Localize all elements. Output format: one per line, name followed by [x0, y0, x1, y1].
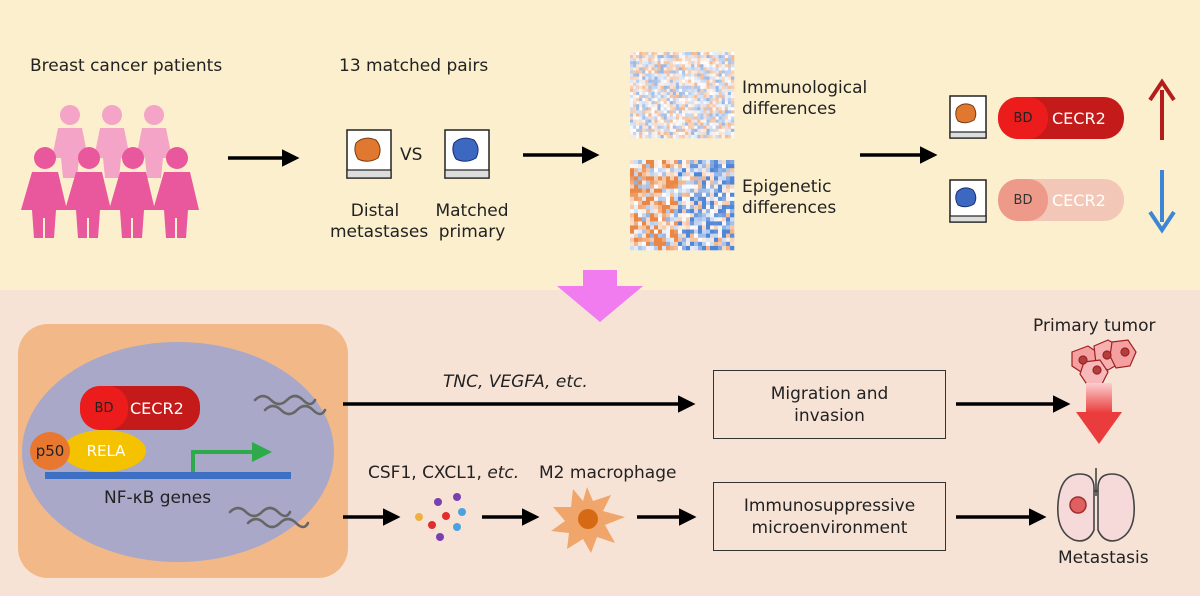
m2-macrophage-icon: [551, 487, 625, 553]
distal-slide-icon: [346, 129, 392, 179]
p50-protein: p50: [30, 432, 70, 470]
bd-domain-nuclear: BD: [80, 386, 128, 430]
primary-tumor-icon: [1071, 339, 1137, 387]
cecr2-nuclear-pill: BD CECR2: [80, 386, 200, 430]
cytokines-icon: [415, 493, 466, 541]
csf-label: CSF1, CXCL1, etc.: [368, 463, 520, 483]
metastasis-label: Metastasis: [1058, 548, 1149, 568]
cecr2-nuclear-label: CECR2: [130, 398, 184, 418]
vs-label: VS: [400, 145, 423, 165]
pairs-label: 13 matched pairs: [339, 56, 489, 76]
patients-icon: [52, 105, 172, 178]
primary-tumor-label: Primary tumor: [1033, 316, 1156, 336]
mrna-icon-2: [228, 506, 310, 529]
tss-arrow-icon: [191, 442, 272, 472]
cecr2-high-pill: BD CECR2: [998, 97, 1124, 139]
cecr2-label-weak: CECR2: [1052, 190, 1106, 210]
matched-slide-icon: [444, 129, 490, 179]
progression-arrow-head: [1076, 412, 1122, 444]
tnc-label: TNC, VEGFA, etc.: [443, 372, 588, 392]
primary-slide-icon: [949, 179, 987, 223]
big-down-arrow-icon: [557, 270, 643, 322]
bd-domain: BD: [998, 97, 1048, 139]
patients-icon-front: [21, 147, 199, 238]
cecr2-low-pill: BD CECR2: [998, 179, 1124, 221]
rela-protein: RELA: [62, 430, 146, 472]
immunological-heatmap: [630, 52, 735, 139]
top-panel: [0, 0, 1200, 290]
dna-bar: [45, 472, 291, 479]
epigenetic-heatmap: [630, 160, 735, 251]
patients-label: Breast cancer patients: [30, 56, 223, 76]
metastasis-slide-icon: [949, 95, 987, 139]
down-arrow-icon: [1148, 170, 1176, 234]
progression-arrow-shaft: [1086, 383, 1112, 413]
up-arrow-icon: [1148, 78, 1176, 140]
nfkb-genes-label: NF-κB genes: [104, 488, 212, 508]
cecr2-label: CECR2: [1052, 108, 1106, 128]
mrna-icon: [253, 394, 327, 416]
bd-domain-weak: BD: [998, 179, 1048, 221]
lungs-icon: [1057, 468, 1135, 542]
m2-label: M2 macrophage: [539, 463, 677, 483]
